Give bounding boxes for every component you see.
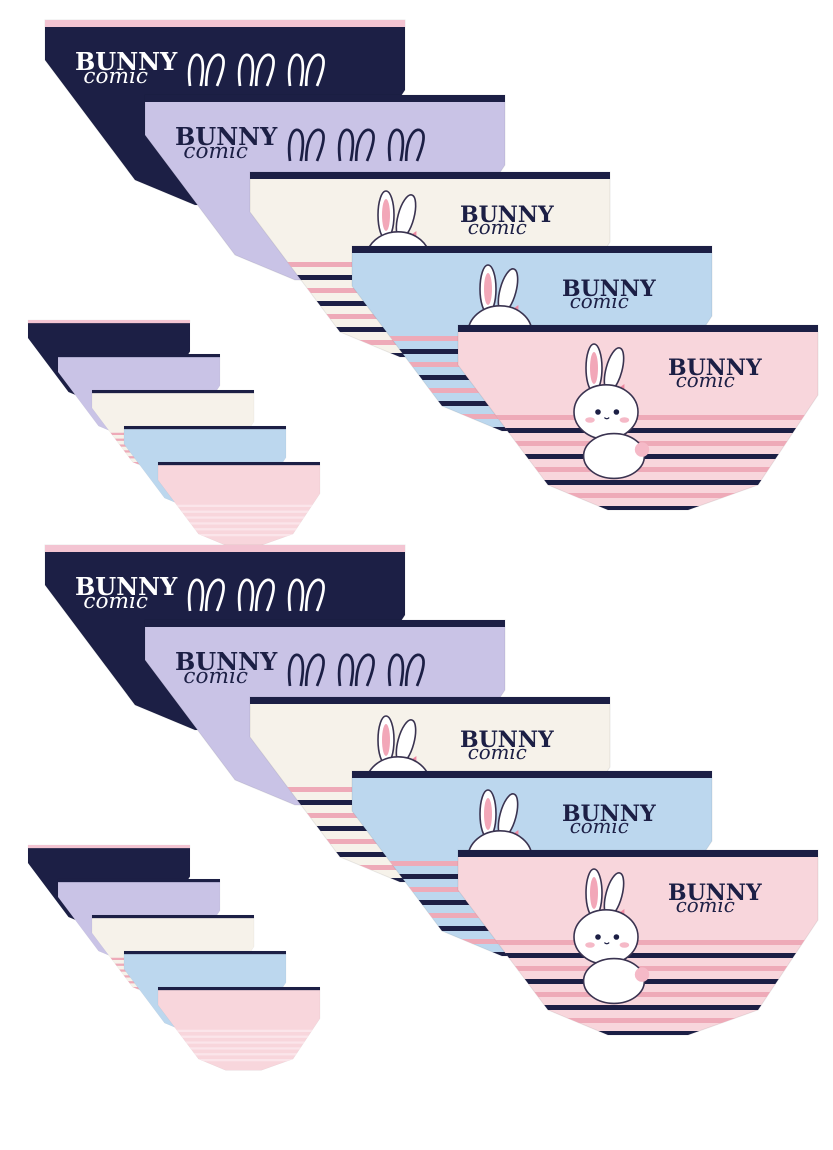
waistband <box>124 426 286 430</box>
bunny-ears-icon <box>287 653 325 687</box>
waistband <box>145 95 505 102</box>
brand-print-line2: comic <box>183 139 248 164</box>
large-briefs-group-top: BUNNYcomicBUNNYcomicBUNNYcomicBUNNYcomic… <box>44 19 819 511</box>
brand-print-line1: BUNNY <box>75 47 178 76</box>
bunny-mascot-icon <box>573 868 650 1005</box>
small-briefs-group-top <box>27 319 321 546</box>
brand-print-line1: BUNNY <box>562 276 656 302</box>
waistband <box>58 879 220 883</box>
bunny-mascot-icon <box>573 343 650 480</box>
bunny-ears-icon <box>287 578 325 612</box>
brand-print-line2: comic <box>676 369 735 392</box>
bunny-ears-icon <box>287 128 325 162</box>
brand-print-line2: comic <box>676 894 735 917</box>
waistband <box>250 697 610 704</box>
brand-print-line2: comic <box>570 815 629 838</box>
brief-small-blush <box>157 986 321 1071</box>
waistband <box>352 246 712 253</box>
brand-print-line2: comic <box>468 741 527 764</box>
waistband <box>158 462 320 466</box>
waistband <box>458 325 818 332</box>
brand-print-line1: BUNNY <box>668 355 762 381</box>
waistband <box>45 20 405 27</box>
waistband <box>28 845 190 849</box>
brand-print-line1: BUNNY <box>668 880 762 906</box>
waistband <box>145 620 505 627</box>
brand-print-line2: comic <box>570 290 629 313</box>
brand-print-line1: BUNNY <box>75 572 178 601</box>
brand-print-line1: BUNNY <box>175 122 278 151</box>
brand-print-line2: comic <box>183 664 248 689</box>
small-briefs-group-bottom <box>27 844 321 1071</box>
bunny-ears-icon <box>337 653 375 687</box>
bunny-ears-icon <box>387 653 425 687</box>
waistband <box>28 320 190 324</box>
waistband <box>158 987 320 991</box>
bunny-ears-icon <box>287 53 325 87</box>
waistband <box>58 354 220 358</box>
brief-small-blush <box>157 461 321 546</box>
brand-print-line2: comic <box>468 216 527 239</box>
waistband <box>458 850 818 857</box>
bunny-ears-icon <box>387 128 425 162</box>
brand-print-line1: BUNNY <box>562 801 656 827</box>
waistband <box>352 771 712 778</box>
waistband <box>250 172 610 179</box>
bunny-ears-icon <box>237 53 275 87</box>
waistband <box>92 390 254 394</box>
waistband <box>45 545 405 552</box>
waistband <box>92 915 254 919</box>
waistband <box>124 951 286 955</box>
brand-print-line2: comic <box>83 589 148 614</box>
large-briefs-group-bottom: BUNNYcomicBUNNYcomicBUNNYcomicBUNNYcomic… <box>44 544 819 1036</box>
brand-print-line1: BUNNY <box>460 727 554 753</box>
bunny-ears-icon <box>187 53 225 87</box>
brand-print-line1: BUNNY <box>175 647 278 676</box>
brand-print-line2: comic <box>83 64 148 89</box>
bunny-ears-icon <box>337 128 375 162</box>
bunny-ears-icon <box>237 578 275 612</box>
brand-print-line1: BUNNY <box>460 202 554 228</box>
bunny-ears-icon <box>187 578 225 612</box>
